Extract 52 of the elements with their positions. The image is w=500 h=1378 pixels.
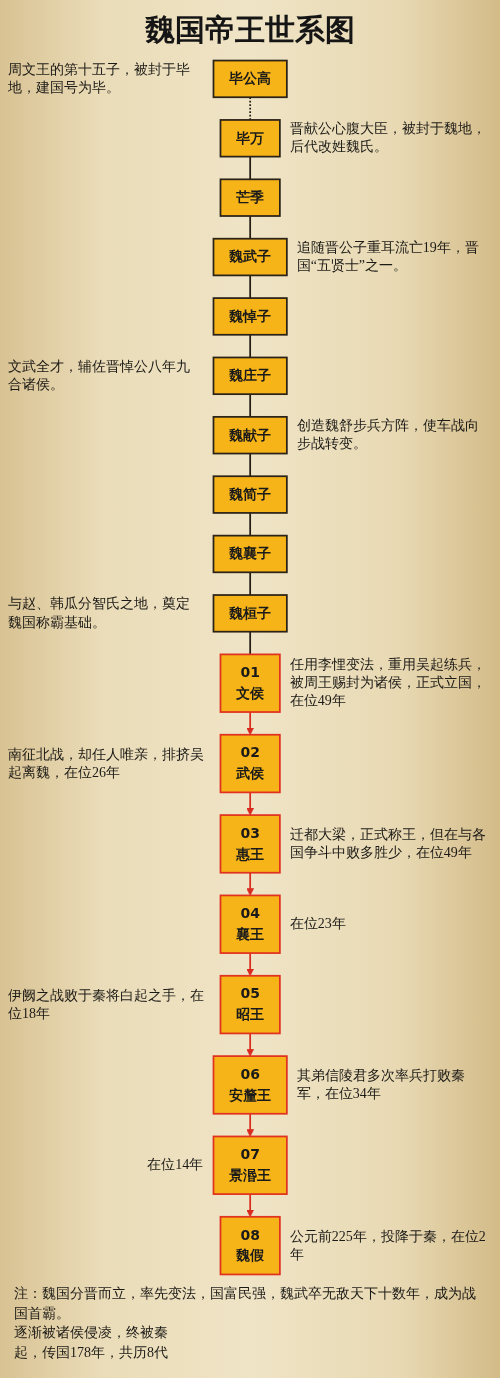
- annotation-text: 与赵、韩瓜分智氏之地，奠定魏国称霸基础。: [8, 595, 191, 632]
- connector-line: [249, 393, 251, 418]
- annotation-text: 创造魏舒步兵方阵，使车战向步战转变。: [296, 417, 480, 454]
- connector-line: [249, 452, 251, 478]
- name-box: 魏悼子: [212, 297, 288, 336]
- note-text: 起，传国178年，共历8代: [14, 1344, 168, 1360]
- annotation-text: 迁都大梁，正式称王，但在与各国争斗中败多胜少，在位49年: [289, 825, 487, 863]
- arrow: [246, 1112, 254, 1137]
- annotation-text: 周文王的第十五子，被封于毕地，建国号为毕。: [8, 60, 191, 98]
- connector-line: [249, 274, 251, 299]
- name-box: 06 安釐王: [212, 1055, 288, 1115]
- annotation-text: 追随晋公子重耳流亡19年，晋国“五贤士”之一。: [296, 239, 480, 276]
- connector-line: [249, 155, 251, 181]
- annotation-text: 文武全才，辅佐晋悼公八年九合诸侯。: [8, 357, 191, 394]
- connector-line: [249, 571, 251, 596]
- arrow: [246, 1032, 254, 1057]
- name-box: 魏襄子: [212, 534, 288, 574]
- name-box: 魏献子: [212, 416, 288, 455]
- name-box: 魏桓子: [212, 594, 288, 633]
- arrow: [246, 871, 254, 896]
- name-box: 魏武子: [212, 237, 288, 277]
- connector-line: [249, 215, 251, 240]
- name-box: 魏简子: [212, 475, 288, 514]
- note-text: 注：魏国分晋而立，率先变法，国富民强，魏武卒无敌天下十数年，成为战国首霸。: [14, 1286, 476, 1321]
- arrow: [246, 791, 254, 816]
- annotation-text: 在位14年: [147, 1156, 204, 1175]
- note-text: 逐渐被诸侯侵凌，终被秦: [14, 1325, 168, 1341]
- annotation-text: 其弟信陵君多次率兵打败秦军，在位34年: [296, 1066, 466, 1104]
- connector-line: [249, 333, 251, 359]
- name-box: 02 武侯: [219, 733, 281, 794]
- arrow: [246, 1193, 254, 1218]
- annotation-text: 南征北战，却任人唯亲，排挤吴起离魏，在位26年: [8, 745, 205, 782]
- name-box: 毕公高: [212, 59, 288, 99]
- name-box: 03 惠王: [219, 814, 281, 874]
- name-box: 08 魏假: [219, 1215, 281, 1276]
- annotation-text: 在位23年: [289, 915, 346, 934]
- name-box: 07 景湣王: [212, 1135, 288, 1195]
- name-box: 魏庄子: [212, 356, 288, 396]
- annotation-text: 公元前225年，投降于秦，在位2年: [289, 1227, 487, 1264]
- connector-line: [249, 512, 251, 537]
- arrow: [246, 952, 254, 977]
- name-box: 05 昭王: [219, 974, 281, 1035]
- annotation-text: 伊阙之战败于秦将白起之手，在位18年: [8, 986, 205, 1023]
- title: 魏国帝王世系图: [145, 12, 355, 47]
- annotation-text: 晋献公心腹大臣，被封于魏地，后代改姓魏氏。: [289, 120, 487, 157]
- annotation-text: 任用李悝变法，重用吴起练兵，被周王赐封为诸侯，正式立国，在位49年: [289, 655, 487, 711]
- connector-line: [249, 630, 251, 656]
- name-box: 01 文侯: [219, 653, 281, 713]
- arrow: [246, 711, 254, 736]
- name-box: 芒季: [219, 178, 281, 217]
- name-box: 毕万: [219, 119, 281, 158]
- name-box: 04 襄王: [219, 894, 281, 954]
